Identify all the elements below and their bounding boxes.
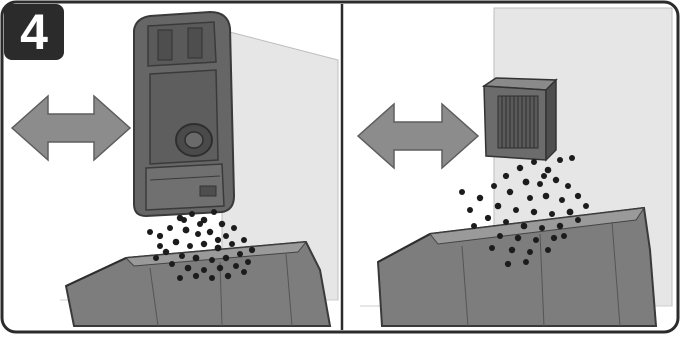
filter-housing [134, 12, 234, 216]
pleated-filter [484, 78, 556, 160]
step-number: 4 [4, 4, 64, 60]
